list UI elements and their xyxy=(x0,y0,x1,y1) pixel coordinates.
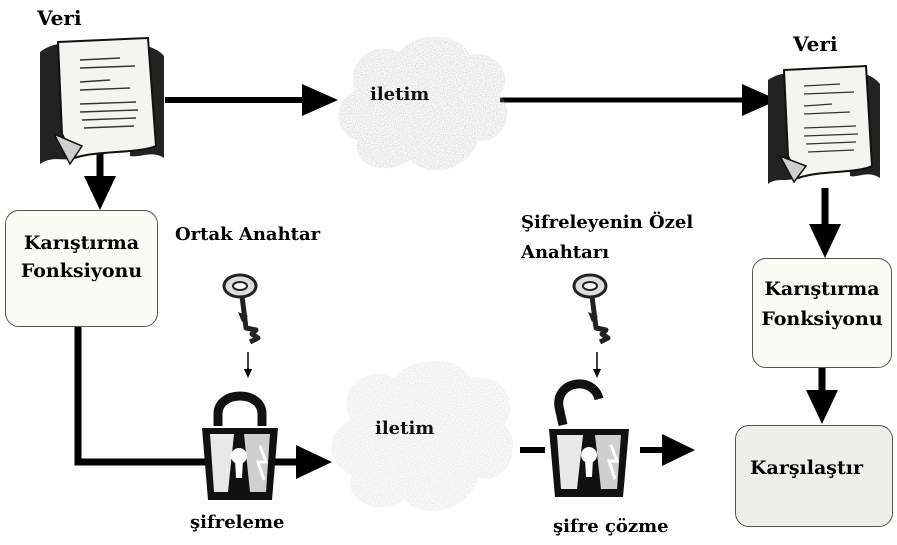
encryption-label: şifreleme xyxy=(190,512,284,533)
compare-box: Karşılaştır xyxy=(735,425,893,527)
hash-function-box-left: Karıştırma Fonksiyonu xyxy=(5,210,158,327)
arrow-doc-to-top-cloud xyxy=(165,84,338,116)
compare-label: Karşılaştır xyxy=(736,456,892,482)
hash-function-label-line2: Fonksiyonu xyxy=(753,307,891,333)
hash-function-box-right: Karıştırma Fonksiyonu xyxy=(752,258,892,368)
hash-function-label-line2: Fonksiyonu xyxy=(6,259,157,285)
arrow-right-hash-to-compare xyxy=(806,366,838,424)
data-label-right: Veri xyxy=(793,32,838,56)
hash-function-label-line1: Karıştırma xyxy=(6,231,157,257)
arrow-left-doc-to-hash xyxy=(84,152,116,210)
arrow-key-to-lock-left xyxy=(244,352,252,378)
transmission-label-bottom: iletim xyxy=(375,418,434,439)
document-icon xyxy=(40,38,164,164)
private-key-label-line1: Şifreleyenin Özel xyxy=(521,212,693,233)
decryption-label: şifre çözme xyxy=(553,516,669,537)
path-hash-to-padlock xyxy=(78,326,218,462)
public-key-label: Ortak Anahtar xyxy=(175,224,320,245)
arrow-top-cloud-to-right-doc xyxy=(500,84,778,116)
hash-function-label-line1: Karıştırma xyxy=(753,277,891,303)
padlock-closed-icon xyxy=(202,396,278,500)
arrow-key-to-lock-right xyxy=(593,352,601,378)
data-label-left: Veri xyxy=(37,6,82,30)
private-key-label-line2: Anahtarı xyxy=(521,242,609,263)
document-icon xyxy=(768,66,880,184)
key-icon xyxy=(224,275,258,342)
arrow-right-doc-to-hash xyxy=(809,188,841,258)
arrow-open-padlock-to-compare xyxy=(640,434,695,466)
padlock-open-icon xyxy=(549,384,629,497)
transmission-label-top: iletim xyxy=(370,84,429,105)
key-icon xyxy=(574,275,608,342)
